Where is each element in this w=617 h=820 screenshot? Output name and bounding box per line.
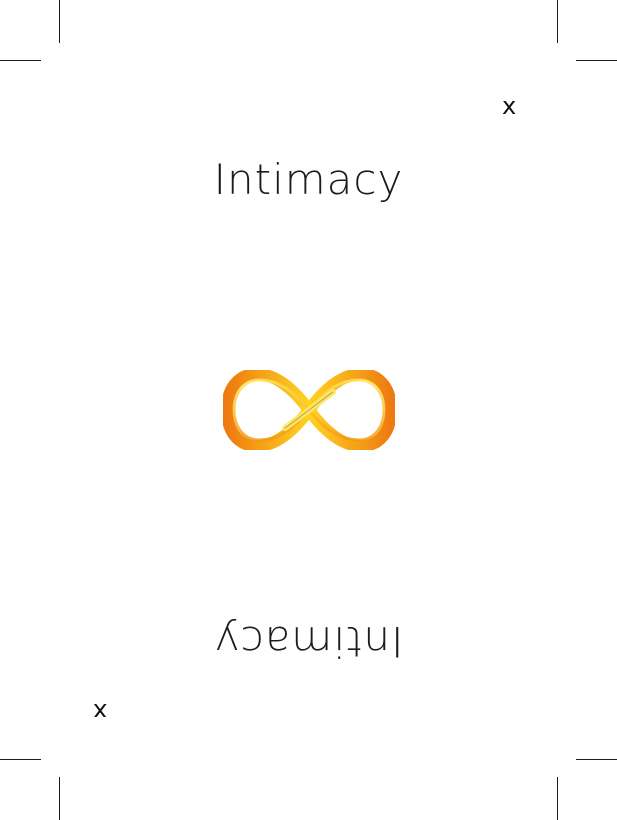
crop-mark-bottom-left-vertical bbox=[59, 777, 60, 820]
crop-mark-top-right-horizontal bbox=[576, 60, 617, 61]
infinity-icon bbox=[221, 368, 397, 452]
card-title-top: Intimacy bbox=[213, 155, 404, 204]
crop-mark-bottom-right-vertical bbox=[557, 777, 558, 820]
crop-mark-top-left-vertical bbox=[59, 0, 60, 43]
crop-mark-top-right-vertical bbox=[557, 0, 558, 43]
card-title-bottom: Intimacy bbox=[213, 617, 404, 666]
crop-mark-bottom-right-horizontal bbox=[576, 759, 617, 760]
close-mark-bottom: x bbox=[93, 698, 108, 726]
close-mark-top: x bbox=[502, 92, 517, 120]
crop-mark-top-left-horizontal bbox=[0, 60, 41, 61]
crop-mark-bottom-left-horizontal bbox=[0, 759, 41, 760]
